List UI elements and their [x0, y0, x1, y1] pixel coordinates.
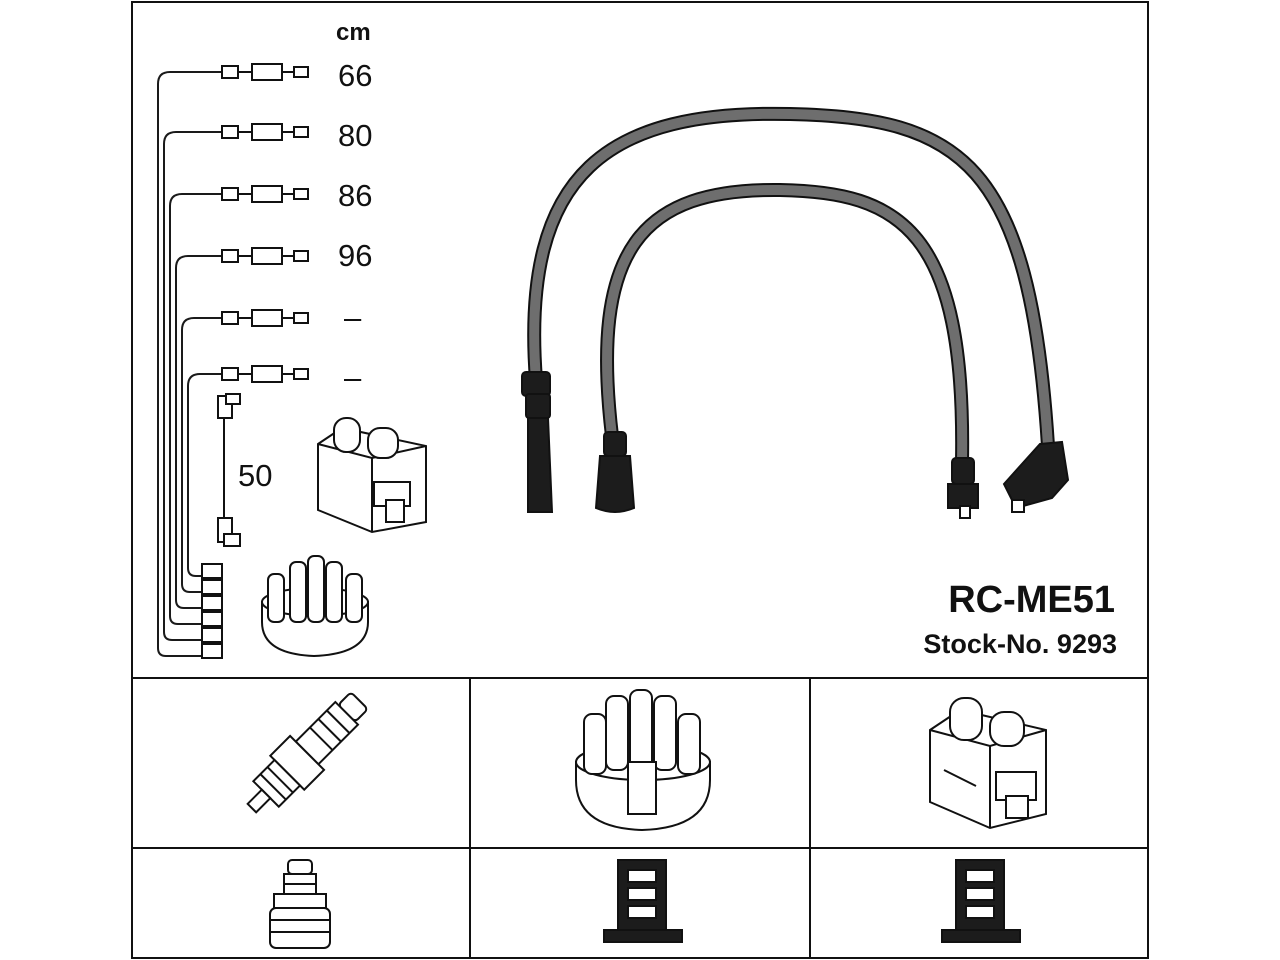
frame-grid [131, 1, 1149, 959]
connector-5-icon [221, 309, 309, 327]
cable-connectors [201, 63, 309, 659]
spark-plug-icon [246, 692, 368, 814]
ignition-lead-set-icon [521, 106, 1070, 519]
length-label-1: 66 [338, 58, 372, 93]
length-label-4: 96 [338, 238, 372, 273]
straight-boot-icon [521, 371, 554, 513]
connector-66-icon [221, 63, 309, 81]
coil-lead-length-label: 50 [238, 458, 272, 493]
ignition-coil-small-icon [317, 417, 427, 534]
cable-schematic [157, 71, 222, 657]
connector-80-icon [221, 123, 309, 141]
bell-boot-icon [594, 431, 636, 513]
ignition-coil-icon [929, 697, 1047, 830]
connector-6-icon [221, 365, 309, 383]
coil-boot-icon [947, 457, 979, 519]
length-labels: 66 80 86 96 – – 50 [238, 58, 372, 493]
connector-96-icon [221, 247, 309, 265]
length-label-3: 86 [338, 178, 372, 213]
angled-boot-icon [1002, 440, 1070, 513]
length-label-2: 80 [338, 118, 372, 153]
cap-terminal-icon [603, 859, 683, 943]
stock-number: Stock-No. 9293 [923, 629, 1117, 659]
unit-label: cm [336, 19, 371, 46]
product-code: RC-ME51 [948, 579, 1115, 621]
coil-terminal-icon [941, 859, 1021, 943]
length-label-5: – [344, 300, 362, 335]
distributor-cap-small-icon [261, 555, 369, 658]
length-label-6: – [344, 360, 362, 395]
connector-86-icon [221, 185, 309, 203]
coil-lead-icon [217, 393, 241, 547]
plug-terminal-icon [269, 859, 331, 949]
distributor-cap-icon [575, 689, 711, 832]
